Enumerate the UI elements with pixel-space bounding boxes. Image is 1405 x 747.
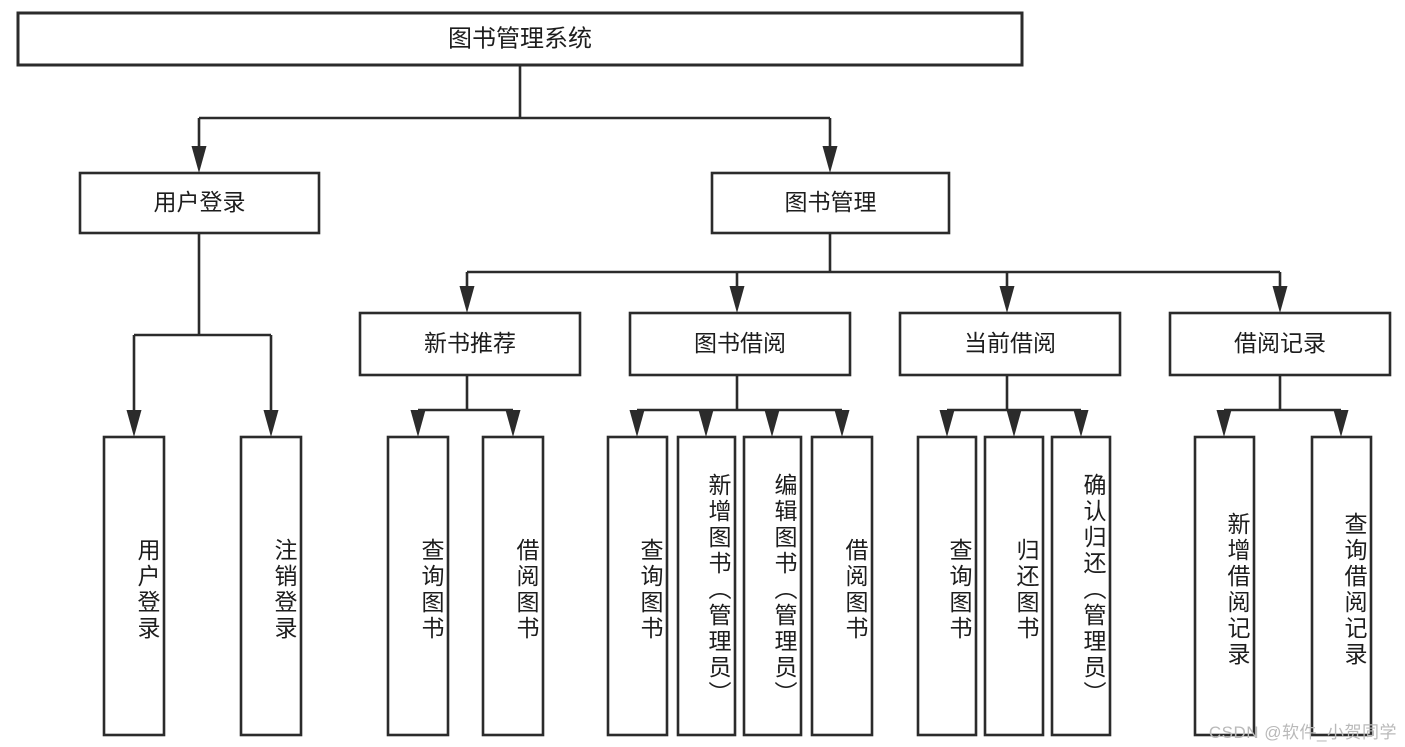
node-box-leaf-add-record[interactable]	[1193, 435, 1256, 737]
node-box-leaf-user-logout[interactable]	[239, 435, 303, 737]
arrow-head-icon	[939, 410, 955, 437]
node-box-leaf-query-book-2[interactable]	[606, 435, 669, 737]
node-box-borrow-record[interactable]	[1168, 311, 1392, 377]
node-box-book-manage[interactable]	[710, 171, 951, 235]
node-box-user-login[interactable]	[78, 171, 321, 235]
node-box-leaf-return-book[interactable]	[983, 435, 1045, 737]
arrow-head-icon	[822, 146, 838, 173]
arrow-head-icon	[629, 410, 645, 437]
node-box-new-book-rec[interactable]	[358, 311, 582, 377]
arrow-head-icon	[126, 410, 142, 437]
node-label-borrow-record: 借阅记录	[1234, 330, 1326, 356]
arrow-head-icon	[1006, 410, 1022, 437]
node-label-user-login: 用户登录	[154, 189, 246, 215]
connectors-layer	[126, 65, 1349, 437]
node-box-leaf-query-book-3[interactable]	[916, 435, 978, 737]
node-box-leaf-borrow-book-1[interactable]	[481, 435, 545, 737]
arrow-head-icon	[698, 410, 714, 437]
watermark: CSDN @软件_小贺同学	[1208, 723, 1397, 742]
node-box-book-borrow[interactable]	[628, 311, 852, 377]
node-box-root[interactable]	[16, 11, 1024, 67]
arrow-head-icon	[410, 410, 426, 437]
node-label-new-book-rec: 新书推荐	[424, 330, 516, 356]
boxes-layer	[16, 11, 1392, 737]
arrow-head-icon	[1073, 410, 1089, 437]
node-label-book-manage: 图书管理	[785, 189, 877, 215]
arrow-head-icon	[1272, 286, 1288, 313]
arrow-head-icon	[191, 146, 207, 173]
arrow-head-icon	[764, 410, 780, 437]
arrow-head-icon	[1216, 410, 1232, 437]
arrow-head-icon	[1333, 410, 1349, 437]
arrow-head-icon	[459, 286, 475, 313]
node-box-leaf-add-book[interactable]	[676, 435, 737, 737]
node-box-leaf-query-book-1[interactable]	[386, 435, 450, 737]
node-box-current-borrow[interactable]	[898, 311, 1122, 377]
arrow-head-icon	[834, 410, 850, 437]
arrow-head-icon	[729, 286, 745, 313]
node-label-root: 图书管理系统	[448, 25, 592, 52]
node-box-leaf-borrow-book-2[interactable]	[810, 435, 874, 737]
node-box-leaf-query-record[interactable]	[1310, 435, 1373, 737]
node-label-book-borrow: 图书借阅	[694, 330, 786, 356]
node-label-current-borrow: 当前借阅	[964, 330, 1056, 356]
arrow-head-icon	[999, 286, 1015, 313]
arrow-head-icon	[505, 410, 521, 437]
node-box-leaf-edit-book[interactable]	[742, 435, 803, 737]
arrow-head-icon	[263, 410, 279, 437]
node-box-leaf-user-login[interactable]	[102, 435, 166, 737]
node-box-leaf-confirm-return[interactable]	[1050, 435, 1112, 737]
